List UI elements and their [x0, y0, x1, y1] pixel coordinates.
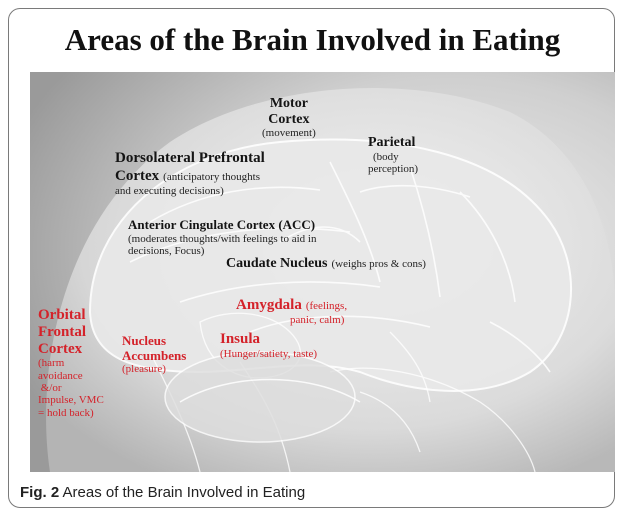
amygdala-desc-2: panic, calm) [236, 314, 347, 326]
motor-cortex-name-2: Cortex [262, 112, 316, 128]
figure-caption-text: Areas of the Brain Involved in Eating [63, 484, 306, 501]
nucleus-accumbens-desc: (pleasure) [122, 363, 186, 375]
motor-cortex-label: Motor Cortex (movement) [262, 96, 316, 140]
ofc-name-1: Orbital [38, 307, 104, 324]
motor-cortex-name-1: Motor [262, 96, 316, 112]
ofc-desc-2: avoidance [38, 370, 104, 382]
caudate-nucleus-name: Caudate Nucleus [226, 256, 328, 271]
figure-caption: Fig. 2 Areas of the Brain Involved in Ea… [20, 484, 305, 501]
ofc-desc-4: Impulse, VMC [38, 394, 104, 406]
nucleus-accumbens-name-1: Nucleus [122, 334, 186, 349]
figure-number: Fig. 2 [20, 484, 59, 501]
insula-label: Insula (Hunger/satiety, taste) [220, 331, 317, 360]
parietal-desc-2: perception) [368, 163, 418, 175]
dlpfc-desc-1: (anticipatory thoughts [163, 171, 260, 183]
brain-illustration [30, 72, 615, 472]
nucleus-accumbens-label: Nucleus Accumbens (pleasure) [122, 334, 186, 375]
nucleus-accumbens-name-2: Accumbens [122, 349, 186, 364]
parietal-name: Parietal [368, 135, 418, 151]
caudate-nucleus-label: Caudate Nucleus (weighs pros & cons) [226, 254, 426, 272]
parietal-label: Parietal (body perception) [368, 135, 418, 175]
dlpfc-label: Dorsolateral Prefrontal Cortex (anticipa… [115, 150, 265, 197]
ofc-name-2: Frontal [38, 324, 104, 341]
caudate-nucleus-desc: (weighs pros & cons) [332, 258, 426, 270]
acc-name: Anterior Cingulate Cortex (ACC) [128, 218, 317, 233]
motor-cortex-desc: (movement) [262, 127, 316, 139]
ofc-desc-1: (harm [38, 357, 104, 369]
acc-desc-1: (moderates thoughts/with feelings to aid… [128, 233, 317, 245]
brain-illustration-panel [30, 72, 615, 472]
dlpfc-name-1: Dorsolateral Prefrontal [115, 150, 265, 167]
amygdala-desc-1: (feelings, [306, 300, 347, 312]
amygdala-name: Amygdala [236, 297, 302, 313]
insula-name: Insula [220, 331, 317, 348]
figure-title: Areas of the Brain Involved in Eating [0, 22, 625, 58]
acc-label: Anterior Cingulate Cortex (ACC) (moderat… [128, 218, 317, 257]
amygdala-label: Amygdala (feelings, panic, calm) [236, 296, 347, 326]
insula-desc: (Hunger/satiety, taste) [220, 348, 317, 360]
ofc-desc-5: = hold back) [38, 407, 104, 419]
ofc-name-3: Cortex [38, 341, 104, 358]
dlpfc-desc-2: and executing decisions) [115, 185, 265, 197]
dlpfc-name-2: Cortex [115, 168, 159, 184]
ofc-desc-3: &/or [38, 382, 104, 394]
orbital-frontal-cortex-label: Orbital Frontal Cortex (harm avoidance &… [38, 307, 104, 419]
parietal-desc-1: (body [368, 151, 418, 163]
